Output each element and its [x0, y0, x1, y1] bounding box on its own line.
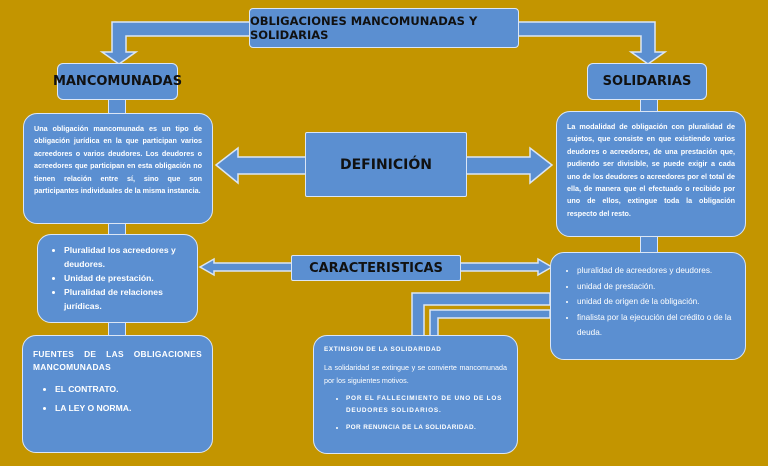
list-item: Pluralidad de relaciones jurídicas.: [64, 285, 189, 313]
solidarias-extinction: EXTINSION DE LA SOLIDARIDAD La solidarid…: [313, 335, 518, 454]
connector-mancomunadas-definition: [108, 100, 126, 114]
characteristics-label-box: CARACTERISTICAS: [291, 255, 461, 281]
list-item: unidad de prestación.: [577, 279, 737, 295]
solidarias-heading: SOLIDARIAS: [587, 63, 707, 100]
list-item: Unidad de prestación.: [64, 271, 189, 285]
connector-solidarias-definition: [640, 100, 658, 112]
definition-double-arrow-right: [465, 146, 554, 185]
list-item: EL CONTRATO.: [55, 380, 202, 399]
solidarias-definition-text: La modalidad de obligación con pluralida…: [567, 122, 735, 218]
mancomunadas-heading-text: MANCOMUNADAS: [52, 74, 183, 89]
list-item: Pluralidad los acreedores y deudores.: [64, 243, 189, 271]
sources-list: EL CONTRATO. LA LEY O NORMA.: [33, 380, 202, 418]
sources-heading: FUENTES DE LAS OBLIGACIONES MANCOMUNADAS: [33, 349, 202, 372]
list-item: LA LEY O NORMA.: [55, 399, 202, 418]
list-item: unidad de origen de la obligación.: [577, 294, 737, 310]
definition-double-arrow: [214, 146, 307, 185]
list-item: POR RENUNCIA DE LA SOLIDARIDAD.: [346, 421, 507, 435]
extinction-text: La solidaridad se extingue y se conviert…: [324, 363, 507, 385]
list-item: pluralidad de acreedores y deudores.: [577, 263, 737, 279]
connector-solidarias-characteristics: [640, 236, 658, 252]
solidarias-heading-text: SOLIDARIAS: [602, 74, 692, 89]
connector-definition-characteristics: [108, 223, 126, 235]
definition-label-box: DEFINICIÓN: [305, 132, 467, 197]
left-elbow-arrow: [99, 21, 251, 65]
diagram-title: OBLIGACIONES MANCOMUNADAS Y SOLIDARIAS: [249, 8, 519, 48]
list-item: POR EL FALLECIMIENTO DE UNO DE LOS DEUDO…: [346, 393, 507, 417]
extinction-connector-inner: [429, 309, 551, 337]
solidarias-characteristics: pluralidad de acreedores y deudores. uni…: [550, 252, 746, 360]
solidarias-characteristics-list: pluralidad de acreedores y deudores. uni…: [559, 263, 737, 341]
mancomunadas-characteristics: Pluralidad los acreedores y deudores. Un…: [37, 234, 198, 323]
mancomunadas-sources: FUENTES DE LAS OBLIGACIONES MANCOMUNADAS…: [22, 335, 213, 453]
mancomunadas-definition-text: Una obligación mancomunada es un tipo de…: [34, 124, 202, 196]
list-item: finalista por la ejecución del crédito o…: [577, 310, 737, 341]
diagram-title-text: OBLIGACIONES MANCOMUNADAS Y SOLIDARIAS: [250, 14, 478, 42]
characteristics-label: CARACTERISTICAS: [309, 260, 443, 276]
solidarias-definition: La modalidad de obligación con pluralida…: [556, 111, 746, 237]
extinction-list: POR EL FALLECIMIENTO DE UNO DE LOS DEUDO…: [324, 393, 507, 435]
characteristics-left-arrow: [198, 257, 293, 277]
mancomunadas-characteristics-list: Pluralidad los acreedores y deudores. Un…: [46, 243, 189, 313]
extinction-heading: EXTINSION DE LA SOLIDARIDAD: [324, 346, 442, 353]
mancomunadas-heading: MANCOMUNADAS: [53, 63, 182, 100]
mancomunadas-definition: Una obligación mancomunada es un tipo de…: [23, 113, 213, 224]
definition-label: DEFINICIÓN: [340, 156, 432, 173]
right-elbow-arrow: [517, 21, 668, 65]
characteristics-right-arrow: [459, 257, 554, 277]
connector-characteristics-sources: [108, 322, 126, 336]
